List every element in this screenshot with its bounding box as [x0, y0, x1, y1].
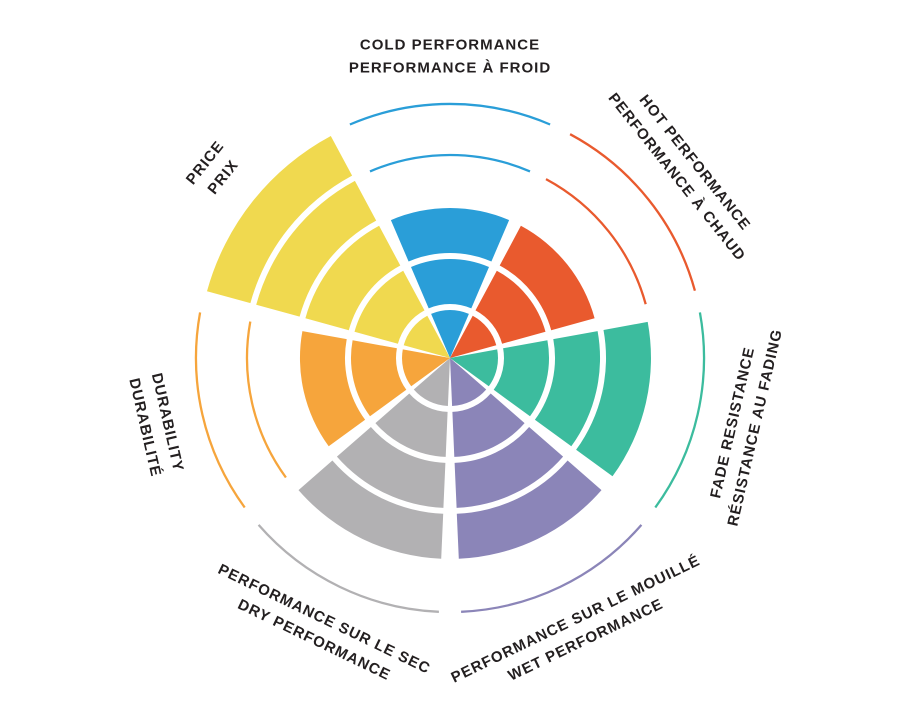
sector-cold-performance-level-4-outline [369, 153, 531, 173]
sector-price-level-5 [207, 136, 353, 304]
sector-fade-resistance-level-1 [450, 349, 498, 387]
sector-dry-performance-level-5-outline [257, 524, 439, 613]
sector-price-level-1 [403, 315, 450, 358]
sector-fade-resistance-level-2 [493, 340, 550, 417]
sector-hot-performance-level-5-outline [569, 133, 697, 292]
label-wet-performance-line_inner: PERFORMANCE SUR LE MOUILLÉ [449, 552, 704, 686]
label-hot-performance-line_inner: PERFORMANCE À CHAUD [605, 90, 749, 265]
sector-price-level-3 [305, 225, 401, 331]
sector-price-level-2 [354, 270, 425, 344]
sector-cold-performance-level-2 [411, 258, 489, 309]
sector-fade-resistance-level-4 [576, 321, 651, 477]
sector-hot-performance-level-3 [499, 225, 595, 331]
sector-fade-resistance-level-3 [534, 331, 601, 447]
sector-durability-level-4-outline [245, 321, 287, 479]
sector-hot-performance-level-4-outline [545, 178, 647, 305]
sector-cold-performance: COLD PERFORMANCE PERFORMANCE À FROID [349, 37, 551, 358]
sector-dry-performance-level-2 [375, 393, 448, 457]
sector-fade-resistance-level-5-outline [654, 312, 706, 509]
sector-durability-level-2 [350, 340, 407, 417]
sector-durability-level-3 [299, 331, 366, 447]
sector-dry-performance-level-1 [413, 358, 450, 406]
sector-dry-performance-level-3 [336, 427, 446, 508]
label-cold-performance-line_outer: COLD PERFORMANCE [360, 37, 540, 54]
sector-wet-performance-level-3 [454, 427, 564, 508]
sector-wet-performance-level-4 [456, 460, 602, 559]
sector-cold-performance-level-1 [431, 310, 469, 358]
sector-durability-level-5-outline [194, 312, 246, 509]
sector-price-level-4 [256, 180, 377, 317]
sector-wet-performance-level-1 [450, 358, 487, 406]
label-cold-performance-line_inner: PERFORMANCE À FROID [349, 60, 551, 77]
sector-durability-level-1 [402, 349, 450, 387]
sector-wet-performance-level-2 [452, 393, 525, 457]
sector-hot-performance-level-1 [450, 315, 497, 358]
sector-hot-performance-level-2 [475, 270, 546, 344]
sector-cold-performance-level-5-outline [349, 102, 551, 126]
sector-cold-performance-level-3 [390, 207, 510, 262]
sector-wet-performance-level-5-outline [461, 524, 643, 613]
sector-dry-performance-level-4 [298, 460, 444, 559]
